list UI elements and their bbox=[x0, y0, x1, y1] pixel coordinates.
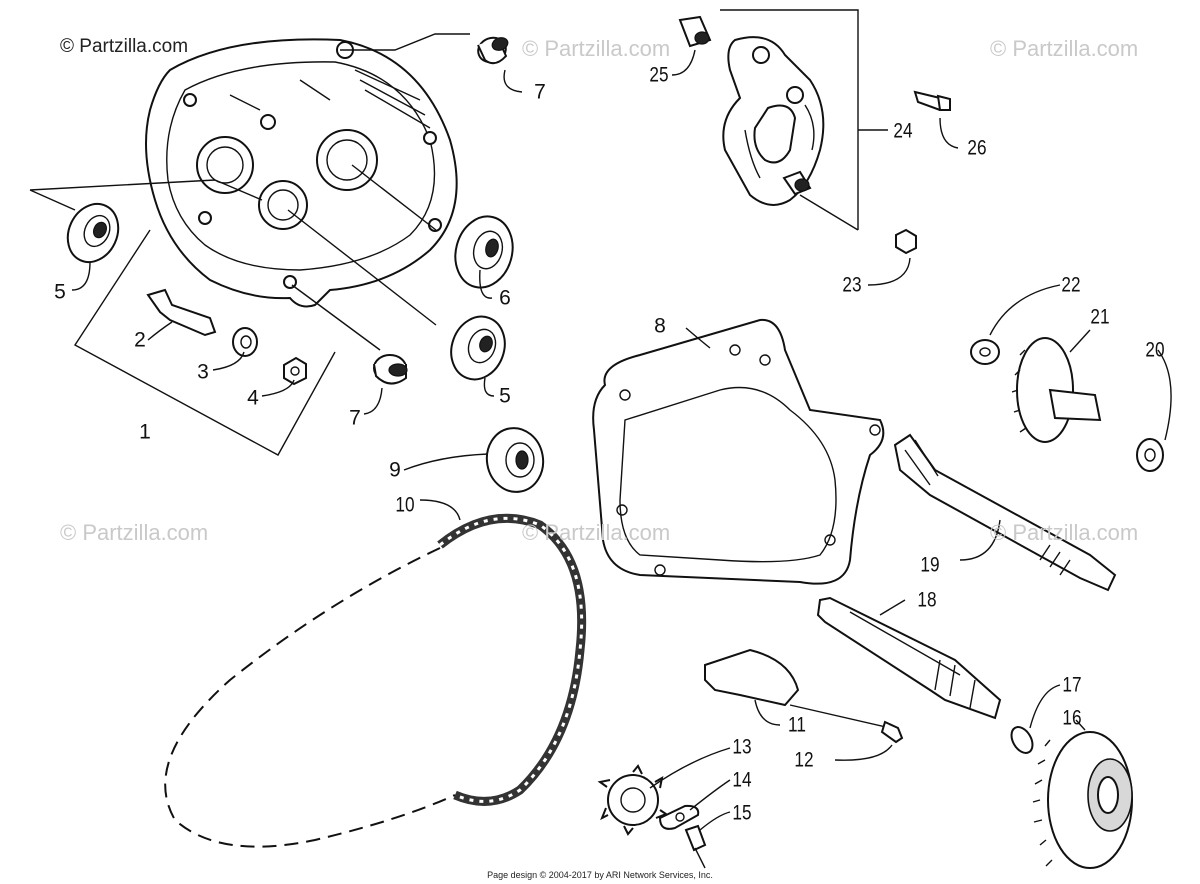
callout-19[interactable]: 19 bbox=[920, 553, 940, 577]
bearing-part-9[interactable] bbox=[482, 424, 548, 497]
nut-part-23[interactable] bbox=[895, 228, 917, 255]
case-cover-part[interactable] bbox=[145, 38, 458, 308]
callout-2[interactable]: 2 bbox=[134, 328, 146, 352]
bushing-part-25[interactable] bbox=[678, 15, 712, 48]
callout-14[interactable]: 14 bbox=[732, 768, 752, 792]
callout-12[interactable]: 12 bbox=[794, 748, 814, 772]
callout-21[interactable]: 21 bbox=[1090, 305, 1110, 329]
bushing-part-plate[interactable] bbox=[782, 170, 812, 196]
callout-25[interactable]: 25 bbox=[649, 63, 669, 87]
watermark-text: © Partzilla.com bbox=[522, 36, 671, 61]
gear-part-21[interactable] bbox=[1011, 337, 1102, 443]
callout-11[interactable]: 11 bbox=[788, 713, 806, 737]
watermark-text: © Partzilla.com bbox=[60, 36, 189, 57]
washer-part-22[interactable] bbox=[970, 339, 1000, 365]
watermark-text: © Partzilla.com bbox=[990, 36, 1139, 61]
stud-bolt-part[interactable] bbox=[146, 288, 217, 337]
callout-3[interactable]: 3 bbox=[197, 360, 209, 384]
callout-5-left[interactable]: 5 bbox=[54, 280, 66, 304]
callout-7-upper[interactable]: 7 bbox=[534, 80, 546, 104]
washer-part-3[interactable] bbox=[232, 327, 258, 357]
callout-10[interactable]: 10 bbox=[395, 493, 415, 517]
bolt-part-12[interactable] bbox=[880, 720, 904, 744]
watermark-text: © Partzilla.com bbox=[522, 520, 671, 545]
gear-part-16[interactable] bbox=[1032, 731, 1133, 869]
shaft-part-18[interactable] bbox=[816, 596, 1002, 720]
guide-part-11[interactable] bbox=[704, 648, 800, 707]
callout-17[interactable]: 17 bbox=[1062, 673, 1082, 697]
watermark-text: © Partzilla.com bbox=[60, 520, 209, 545]
washer-part-20[interactable] bbox=[1136, 438, 1164, 472]
drive-chain-part[interactable] bbox=[164, 513, 587, 848]
lock-plate-part-14[interactable] bbox=[658, 804, 700, 830]
callout-1[interactable]: 1 bbox=[139, 420, 151, 444]
callout-13[interactable]: 13 bbox=[732, 735, 752, 759]
callout-15[interactable]: 15 bbox=[732, 801, 752, 825]
callout-9[interactable]: 9 bbox=[389, 458, 401, 482]
callout-8[interactable]: 8 bbox=[654, 314, 666, 338]
callout-18[interactable]: 18 bbox=[917, 588, 937, 612]
page-footer: Page design © 2004-2017 by ARI Network S… bbox=[487, 870, 713, 880]
circlip-part-17[interactable] bbox=[1007, 723, 1037, 756]
bolt-part-26[interactable] bbox=[913, 90, 951, 112]
callout-7-lower[interactable]: 7 bbox=[349, 406, 361, 430]
gasket-part[interactable] bbox=[592, 318, 885, 585]
shift-plate-part[interactable] bbox=[722, 36, 825, 206]
callout-22[interactable]: 22 bbox=[1061, 273, 1081, 297]
shaft-part-19[interactable] bbox=[893, 433, 1117, 592]
watermark-text: © Partzilla.com bbox=[990, 520, 1139, 545]
callout-4[interactable]: 4 bbox=[247, 386, 259, 410]
callout-24[interactable]: 24 bbox=[893, 119, 913, 143]
callout-26[interactable]: 26 bbox=[967, 136, 987, 160]
sprocket-part-13[interactable] bbox=[597, 764, 669, 836]
bushing-part-lower[interactable] bbox=[373, 354, 408, 385]
nut-part-4[interactable] bbox=[283, 356, 307, 386]
bearing-part-left[interactable] bbox=[59, 196, 128, 271]
callout-6[interactable]: 6 bbox=[499, 286, 511, 310]
bearing-part-right[interactable] bbox=[443, 309, 514, 387]
callout-16[interactable]: 16 bbox=[1062, 706, 1082, 730]
bolt-part-15[interactable] bbox=[684, 824, 707, 869]
bearing-part-6[interactable] bbox=[448, 210, 521, 294]
bushing-part-upper[interactable] bbox=[475, 34, 510, 66]
callout-20[interactable]: 20 bbox=[1145, 338, 1165, 362]
callout-23[interactable]: 23 bbox=[842, 273, 862, 297]
callout-5-right[interactable]: 5 bbox=[499, 384, 511, 408]
